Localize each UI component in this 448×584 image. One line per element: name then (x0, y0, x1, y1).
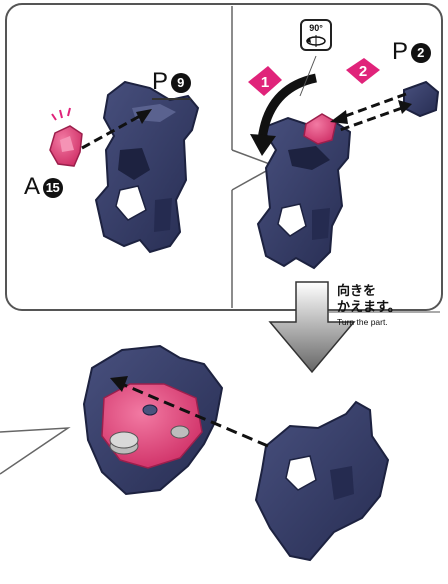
step2-marker-number: 2 (359, 63, 367, 80)
bottom-right-navy-part (256, 402, 388, 560)
turn-note: 向きを かえます。 Turn the part. (337, 284, 401, 328)
callout-pointer (0, 428, 68, 474)
target-part-underline (152, 98, 191, 100)
turn-note-jp-line1: 向きを (337, 284, 401, 300)
target-part-number: 9 (171, 73, 191, 93)
bottom-left-navy-shell (84, 346, 222, 494)
attach-part-letter: A (24, 173, 41, 200)
rotate-90-badge: 90° (300, 19, 332, 51)
step1-marker-number: 1 (261, 74, 269, 91)
turn-note-jp-line2: かえます。 (337, 300, 401, 316)
turn-note-en: Turn the part. (337, 316, 401, 328)
rotate-icon (302, 33, 330, 49)
target-part-letter: P (152, 68, 169, 95)
rotate-90-text: 90° (302, 23, 330, 33)
right-part-number: 2 (411, 43, 431, 63)
right-part-letter: P (392, 38, 409, 65)
right-step-small-navy-part (404, 82, 438, 116)
attach-part-number: 15 (43, 178, 63, 198)
